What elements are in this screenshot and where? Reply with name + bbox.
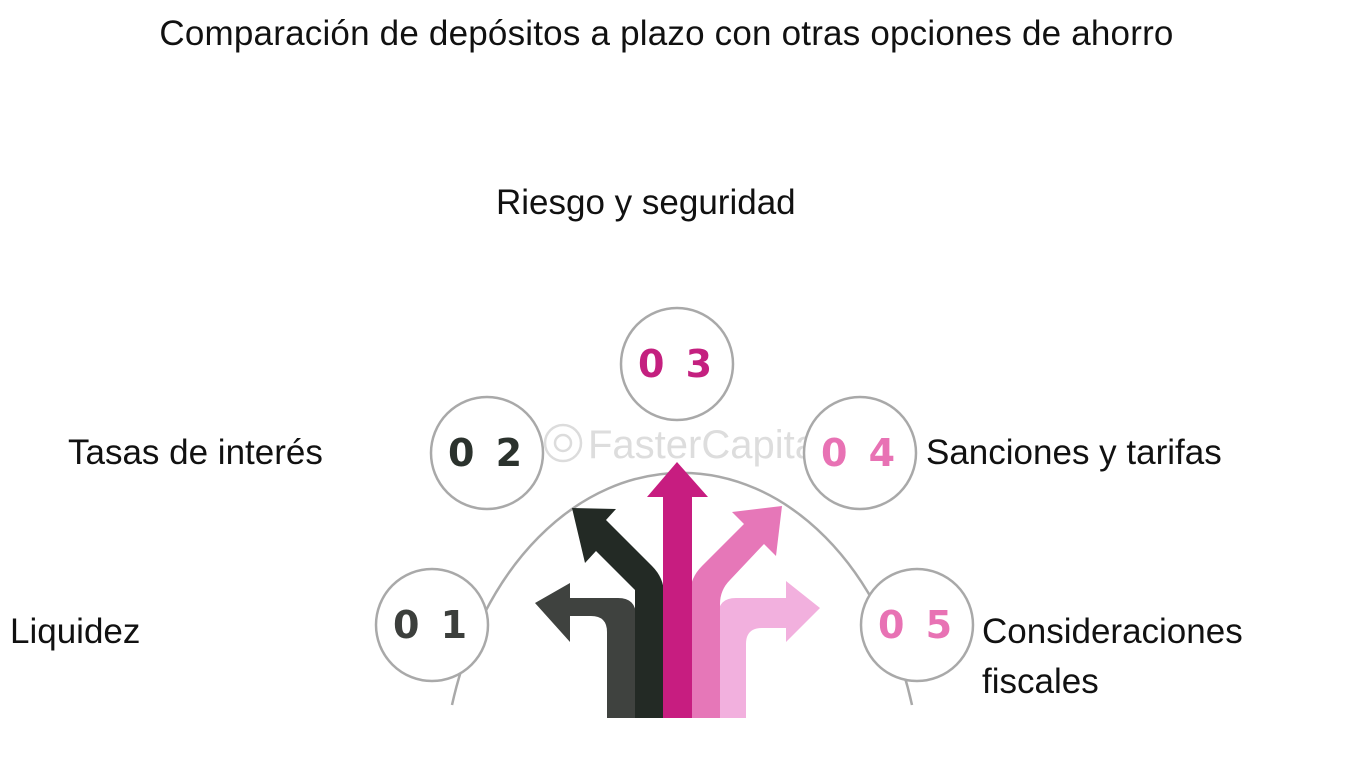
step-number-4: 0 4 (821, 431, 899, 475)
diagram-title: Comparación de depósitos a plazo con otr… (159, 14, 1174, 53)
step-circle-2: 0 2 (429, 395, 545, 511)
arrow-2 (572, 508, 664, 718)
step-circle-4: 0 4 (802, 395, 918, 511)
arrow-3-shape (647, 462, 708, 718)
arrow-1-shape (535, 583, 636, 718)
step-circle-1: 0 1 (374, 567, 490, 683)
label-liquidez: Liquidez (10, 612, 141, 651)
step-number-5: 0 5 (878, 603, 956, 647)
step-number-2: 0 2 (448, 431, 526, 475)
step-number-3: 0 3 (638, 342, 716, 386)
watermark: FasterCapital (543, 423, 826, 467)
arrow-1 (535, 583, 636, 718)
label-sanciones-y-tarifas: Sanciones y tarifas (926, 433, 1222, 472)
arrow-4 (690, 506, 782, 718)
step-circle-3: 0 3 (619, 306, 735, 422)
watermark-gear-icon (543, 423, 583, 463)
arrow-4-shape (690, 506, 782, 718)
label-riesgo-y-seguridad: Riesgo y seguridad (496, 183, 796, 222)
label-tasas-de-interes: Tasas de interés (68, 433, 323, 472)
arrow-5-shape (718, 581, 820, 718)
watermark-text: FasterCapital (588, 423, 826, 467)
arrow-5 (718, 581, 820, 718)
arrow-3 (647, 462, 708, 718)
arrow-2-shape (572, 508, 664, 718)
step-number-1: 0 1 (393, 603, 471, 647)
label-consideraciones-fiscales: Consideraciones fiscales (982, 612, 1243, 701)
step-circle-5: 0 5 (859, 567, 975, 683)
